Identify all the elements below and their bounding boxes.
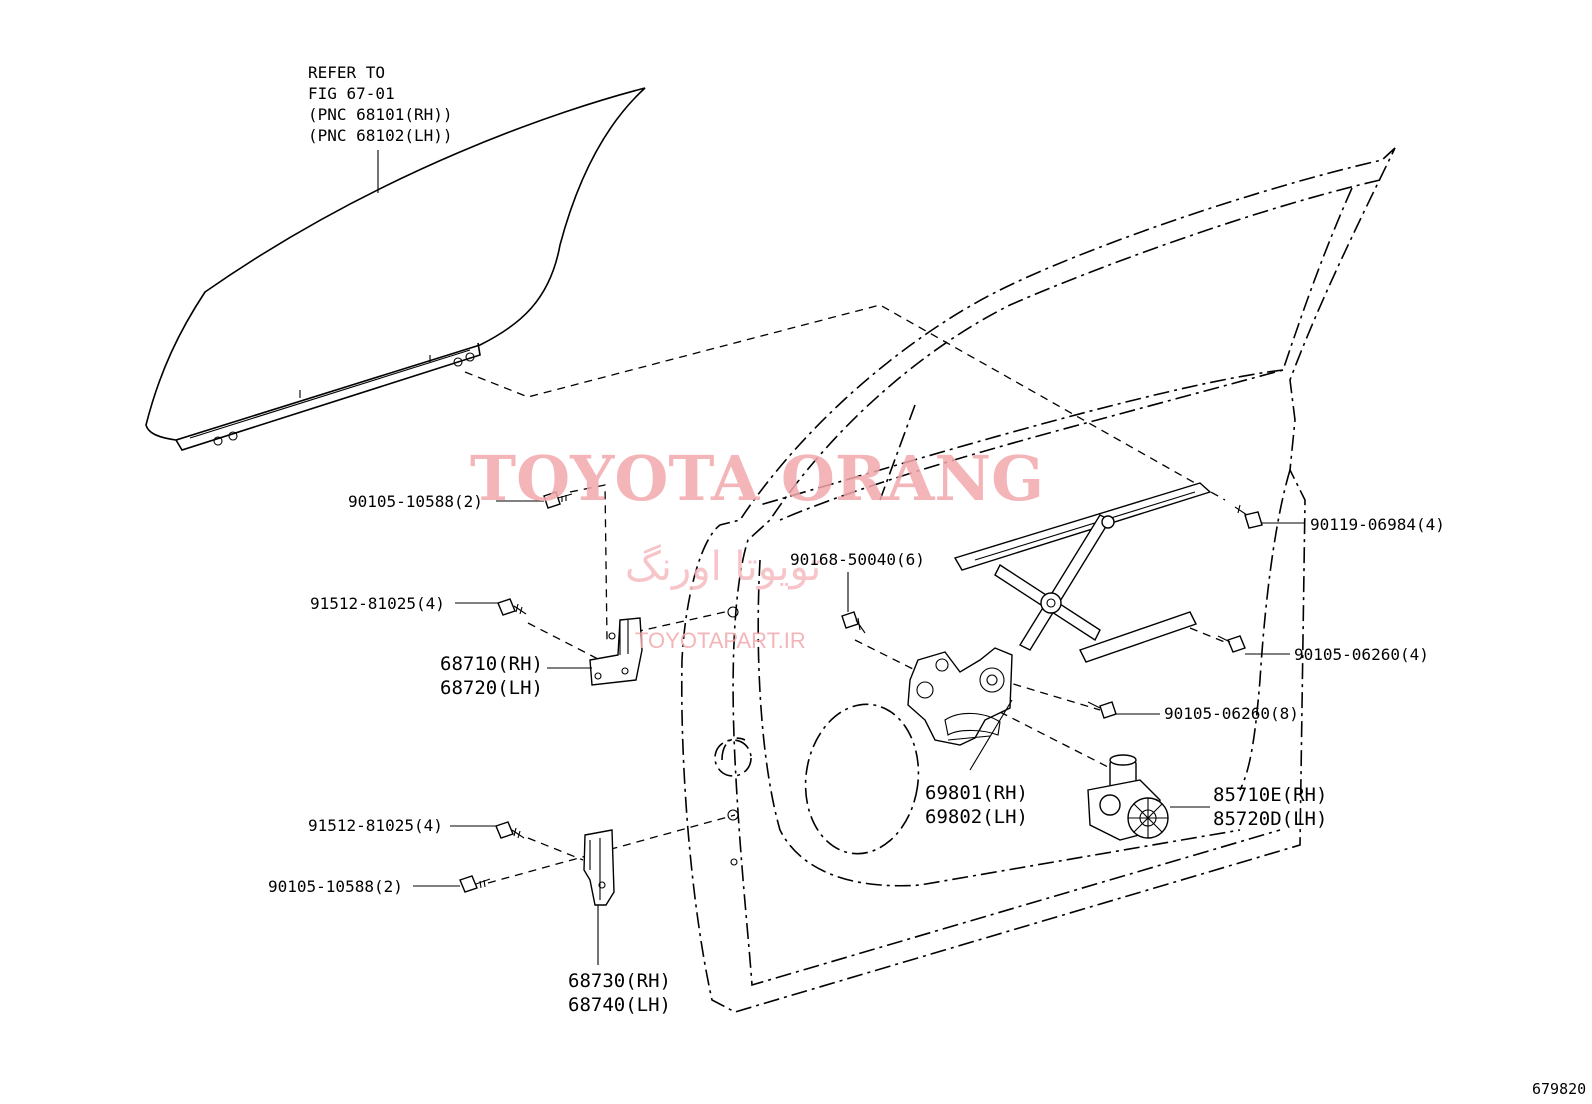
label-hinge-upper-lh: 68720(LH) [440, 677, 543, 699]
bolt-90119-icon [1234, 504, 1305, 529]
label-screw-90168: 90168-50040(6) [790, 550, 925, 569]
label-motor-lh: 85720D(LH) [1213, 808, 1327, 830]
bolt-90105-10588-lower-icon [413, 875, 491, 893]
window-regulator [907, 482, 1212, 746]
bolt-90105-10588-upper-icon [496, 491, 573, 509]
label-regulator-lh: 69802(LH) [925, 806, 1028, 828]
watermark-main: TOYOTA ORANG [470, 442, 1044, 515]
watermark: TOYOTA ORANG تویوتا اورنگ TOYOTAPART.IR [470, 442, 1044, 653]
label-bolt-90105-06260-a: 90105-06260(4) [1294, 645, 1429, 664]
ref-line-4: (PNC 68102(LH)) [308, 126, 453, 145]
label-bolt-lower-left: 90105-10588(2) [268, 877, 403, 896]
label-bolt-upper-left: 90105-10588(2) [348, 492, 483, 511]
bolt-91512-lower-icon [450, 821, 525, 839]
label-regulator-rh: 69801(RH) [925, 782, 1028, 804]
bolt-90105-06260-a-icon [1217, 635, 1290, 655]
label-hinge-lower-rh: 68730(RH) [568, 970, 671, 992]
watermark-site: TOYOTAPART.IR [635, 628, 806, 653]
ref-line-2: FIG 67-01 [308, 84, 395, 103]
door-frame [680, 147, 1396, 1013]
label-91512-upper: 91512-81025(4) [310, 594, 445, 613]
label-bolt-90105-06260-b: 90105-06260(8) [1164, 704, 1299, 723]
label-hinge-lower-lh: 68740(LH) [568, 994, 671, 1016]
label-91512-lower: 91512-81025(4) [308, 816, 443, 835]
ref-line-3: (PNC 68101(RH)) [308, 105, 453, 124]
reference-note: REFER TO FIG 67-01 (PNC 68101(RH)) (PNC … [308, 63, 453, 145]
bolt-90105-06260-b-icon [1087, 701, 1160, 719]
fasteners [413, 491, 1305, 893]
lower-hinge [583, 829, 615, 965]
screw-90168-icon [841, 572, 866, 634]
upper-hinge [547, 617, 643, 686]
window-motor [1087, 754, 1210, 841]
label-motor-rh: 85710E(RH) [1213, 784, 1327, 806]
bolt-91512-upper-icon [455, 598, 527, 616]
regulator-leader-line [969, 699, 1013, 771]
part-labels: 90105-10588(2) 91512-81025(4) 68710(RH) … [268, 492, 1445, 1016]
door-glass [145, 87, 646, 451]
label-bolt-90119: 90119-06984(4) [1310, 515, 1445, 534]
watermark-persian: تویوتا اورنگ [625, 544, 821, 590]
figure-code: 679820 [1532, 1080, 1586, 1098]
label-hinge-upper-rh: 68710(RH) [440, 653, 543, 675]
ref-line-1: REFER TO [308, 63, 385, 82]
